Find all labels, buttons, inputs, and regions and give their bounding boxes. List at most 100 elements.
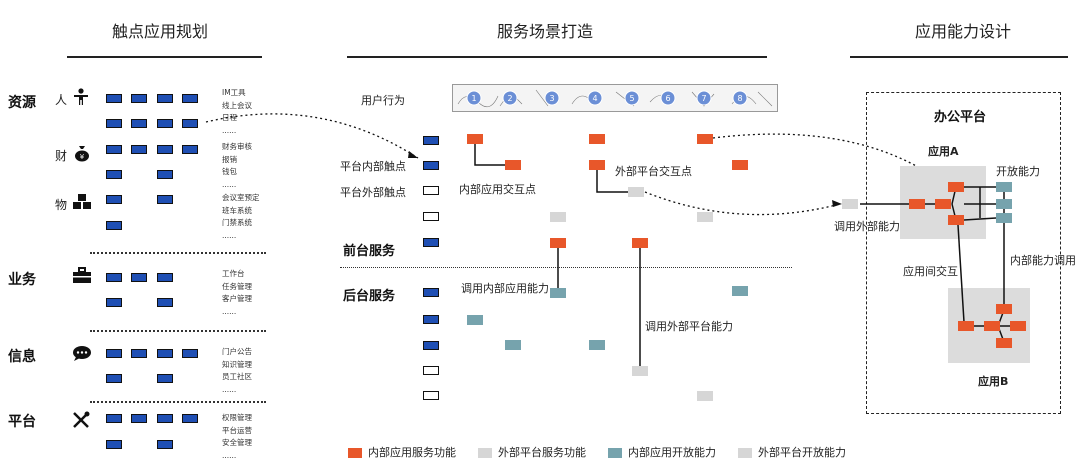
touch-square [157,374,173,383]
external-service-block [697,212,713,222]
legend-swatch [478,448,492,458]
category-business: 业务 [8,272,36,288]
svg-text:¥: ¥ [80,153,85,161]
touch-square [182,119,198,128]
external-capability-block [632,366,648,376]
header-capability-rule [850,56,1068,58]
internal-service-block [589,160,605,170]
touch-square [157,195,173,204]
internal-capability-block [550,288,566,298]
list-item: 日程 [222,113,237,122]
list-item: 财务审核 [222,142,252,151]
touch-square [423,341,439,350]
touch-square [106,298,122,307]
internal-call-label: 内部能力调用 [1010,254,1076,267]
step-label: 8 [737,94,742,103]
touch-square [131,145,147,154]
internal-service-block [550,238,566,248]
list-item: ...... [222,125,237,135]
internal-interaction-label: 内部应用交互点 [459,183,536,196]
touch-square [157,414,173,423]
touch-square [157,298,173,307]
touch-square [131,273,147,282]
touch-square [106,374,122,383]
category-info: 信息 [8,349,36,365]
list-item: 门户公告 [222,347,252,356]
resource-person-label: 人 [55,93,68,107]
list-item: 门禁系统 [222,218,252,227]
internal-service-block [632,238,648,248]
resource-goods-items: 会议室预定 班车系统 门禁系统 ...... [222,192,260,242]
legend-swatch [738,448,752,458]
internal-touch-label: 平台内部触点 [340,160,406,173]
touch-square [106,145,122,154]
list-item: 钱包 [222,167,237,176]
legend-item: 内部应用开放能力 [608,444,716,460]
external-capability-block [697,391,713,401]
list-item: ...... [222,384,237,394]
list-item: 任务管理 [222,281,252,291]
list-item: ...... [222,230,237,240]
office-platform-box [866,92,1061,414]
legend-label: 外部平台服务功能 [498,446,586,459]
front-service-label: 前台服务 [343,244,396,259]
list-item: 平台运营 [222,425,252,435]
list-item: 班车系统 [222,205,252,215]
internal-service-block [732,160,748,170]
touch-square [106,170,122,179]
internal-capability-block [467,315,483,325]
header-capability: 应用能力设计 [914,22,1011,41]
step-label: 5 [629,94,634,103]
touch-square-empty [423,391,439,400]
touch-square [157,145,173,154]
touch-square [106,349,122,358]
internal-capability-block [589,340,605,350]
step-label: 1 [471,94,476,103]
internal-capability-block [732,286,748,296]
inter-app-label: 应用间交互 [903,265,958,278]
touch-square [423,315,439,324]
touch-square [106,414,122,423]
legend-swatch [608,448,622,458]
header-plan-rule [67,56,262,58]
person-icon [74,88,88,105]
legend-item: 外部平台开放能力 [738,444,846,460]
touch-square [182,145,198,154]
list-item: ...... [222,306,237,316]
touch-square [423,288,439,297]
category-platform: 平台 [8,414,36,430]
legend-item: 外部平台服务功能 [478,444,586,460]
internal-capability-block [505,340,521,350]
external-service-block [550,212,566,222]
legend-label: 外部平台开放能力 [758,446,846,459]
step-label: 2 [507,94,512,103]
step-label: 3 [549,94,554,103]
app-b-label: 应用B [978,375,1009,388]
user-behavior-strip: 1 2 3 4 5 6 7 8 [452,84,778,112]
header-scene: 服务场景打造 [496,22,593,41]
touch-square [106,119,122,128]
legend: 内部应用服务功能 外部平台服务功能 内部应用开放能力 外部平台开放能力 [348,444,846,460]
touch-square-empty [423,186,439,195]
touch-square [106,94,122,103]
touch-square [131,349,147,358]
touch-square [423,238,439,247]
legend-swatch [348,448,362,458]
list-item: 员工社区 [222,372,252,381]
step-label: 4 [592,94,597,103]
resource-money-items: 财务审核 报销 钱包 ...... [222,141,252,191]
briefcase-icon [73,267,91,283]
touch-square-empty [423,212,439,221]
resource-person-items: IM工具 线上会议 日程 ...... [222,87,252,137]
list-item: 线上会议 [222,100,252,110]
back-service-label: 后台服务 [343,289,396,304]
resource-goods-label: 物 [55,198,68,212]
tools-icon [73,411,90,428]
touch-square [157,94,173,103]
list-item: ...... [222,450,237,460]
touch-square [182,414,198,423]
touch-square [157,119,173,128]
office-platform-title: 办公平台 [934,110,987,125]
category-resource: 资源 [8,95,36,111]
